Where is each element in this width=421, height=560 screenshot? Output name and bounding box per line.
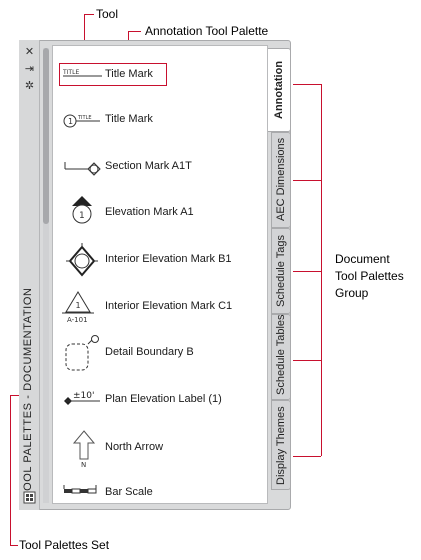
tool-callout-line-h bbox=[84, 14, 94, 15]
tool-label: Interior Elevation Mark B1 bbox=[105, 253, 232, 265]
scrollbar-thumb[interactable] bbox=[43, 48, 49, 224]
palette-set-icon[interactable] bbox=[23, 491, 36, 504]
tool-label: Title Mark bbox=[105, 113, 153, 125]
tool-callout-line-v bbox=[84, 14, 85, 64]
palette-scrollbar[interactable] bbox=[43, 48, 49, 503]
tab-aec-dimensions[interactable]: AEC Dimensions bbox=[271, 132, 291, 228]
palettes-set-callout-label: Tool Palettes Set bbox=[19, 538, 110, 552]
svg-text:1: 1 bbox=[68, 117, 73, 126]
tool-item-north-arrow[interactable]: N North Arrow bbox=[58, 429, 266, 469]
auto-hide-icon[interactable]: ⇥ bbox=[24, 62, 35, 75]
north-arrow-icon: N bbox=[58, 429, 102, 469]
tool-item-section-mark[interactable]: Section Mark A1T bbox=[58, 148, 266, 188]
tool-item-elevation-mark[interactable]: 1 Elevation Mark A1 bbox=[58, 194, 266, 234]
plan-elevation-value: ±10' bbox=[73, 391, 94, 401]
tab-schedule-tags[interactable]: Schedule Tags bbox=[271, 228, 291, 314]
group-bracket-vertical bbox=[321, 84, 322, 456]
tab-label: Annotation bbox=[273, 60, 285, 119]
palettes-set-callout-line-h2 bbox=[10, 545, 18, 546]
north-letter: N bbox=[81, 461, 86, 469]
tool-label: Title Mark bbox=[105, 68, 153, 80]
group-bracket-tick-2 bbox=[293, 180, 321, 181]
tool-item-plan-elevation-label[interactable]: ±10' Plan Elevation Label (1) bbox=[58, 381, 266, 421]
group-callout-line3: Group bbox=[335, 286, 369, 300]
tab-schedule-tables[interactable]: Schedule Tables bbox=[271, 314, 291, 400]
tool-label: Elevation Mark A1 bbox=[105, 206, 194, 218]
detail-boundary-icon bbox=[58, 334, 102, 374]
interior-elevation-b-icon bbox=[58, 241, 102, 281]
tool-item-bar-scale[interactable]: Bar Scale bbox=[58, 474, 266, 514]
group-bracket-tick-3 bbox=[293, 271, 321, 272]
group-bracket-tick-5 bbox=[293, 456, 321, 457]
tool-item-detail-boundary[interactable]: Detail Boundary B bbox=[58, 334, 266, 374]
interior-c-number: 1 bbox=[76, 301, 81, 310]
elevation-number: 1 bbox=[79, 211, 85, 221]
palette-set-title: TOOL PALETTES - DOCUMENTATION bbox=[22, 287, 34, 498]
bar-scale-icon bbox=[58, 474, 102, 514]
section-mark-icon bbox=[58, 148, 102, 188]
svg-text:TITLE: TITLE bbox=[62, 69, 79, 76]
tool-highlight-box bbox=[59, 63, 167, 86]
elevation-mark-icon: 1 bbox=[58, 194, 102, 234]
tool-callout-label: Tool bbox=[96, 7, 119, 21]
interior-c-sheet: A-101 bbox=[67, 316, 88, 324]
tab-label: AEC Dimensions bbox=[275, 137, 287, 221]
tool-label: North Arrow bbox=[105, 441, 164, 453]
title-mark-numbered-icon: 1 TITLE bbox=[58, 101, 102, 141]
tool-item-title-mark[interactable]: TITLE Title Mark bbox=[58, 56, 266, 96]
tab-label: Display Themes bbox=[275, 406, 287, 485]
svg-text:TITLE: TITLE bbox=[77, 115, 92, 121]
tool-label: Detail Boundary B bbox=[105, 346, 194, 358]
group-bracket-tick-4 bbox=[293, 360, 321, 361]
close-icon[interactable]: ✕ bbox=[24, 45, 35, 58]
tool-label: Bar Scale bbox=[105, 486, 153, 498]
palettes-set-callout-line-v bbox=[10, 395, 11, 545]
title-mark-icon: TITLE bbox=[58, 56, 102, 96]
group-bracket-tick-1 bbox=[293, 84, 321, 85]
group-callout-line2: Tool Palettes bbox=[335, 269, 404, 283]
annotation-palette-callout-label: Annotation Tool Palette bbox=[145, 24, 269, 38]
palettes-set-callout-line-h1 bbox=[10, 395, 20, 396]
plan-elevation-label-icon: ±10' bbox=[58, 381, 102, 421]
tool-item-interior-elevation-c[interactable]: 1 A-101 Interior Elevation Mark C1 bbox=[58, 288, 266, 328]
properties-icon[interactable]: ✲ bbox=[24, 79, 35, 92]
tab-display-themes[interactable]: Display Themes bbox=[271, 400, 291, 490]
tab-label: Schedule Tables bbox=[275, 314, 287, 395]
palette-title-bar[interactable] bbox=[19, 40, 40, 510]
tool-item-interior-elevation-b[interactable]: Interior Elevation Mark B1 bbox=[58, 241, 266, 281]
tool-label: Interior Elevation Mark C1 bbox=[105, 300, 233, 312]
tool-item-title-mark-numbered[interactable]: 1 TITLE Title Mark bbox=[58, 101, 266, 141]
annotation-callout-line-h bbox=[128, 31, 141, 32]
group-callout-line1: Document bbox=[335, 252, 390, 266]
tool-label: Section Mark A1T bbox=[105, 160, 192, 172]
interior-elevation-c-icon: 1 A-101 bbox=[58, 288, 102, 328]
tool-label: Plan Elevation Label (1) bbox=[105, 393, 222, 405]
tab-annotation[interactable]: Annotation bbox=[268, 48, 291, 132]
tab-label: Schedule Tags bbox=[275, 235, 287, 307]
annotation-callout-line-v bbox=[128, 31, 129, 42]
